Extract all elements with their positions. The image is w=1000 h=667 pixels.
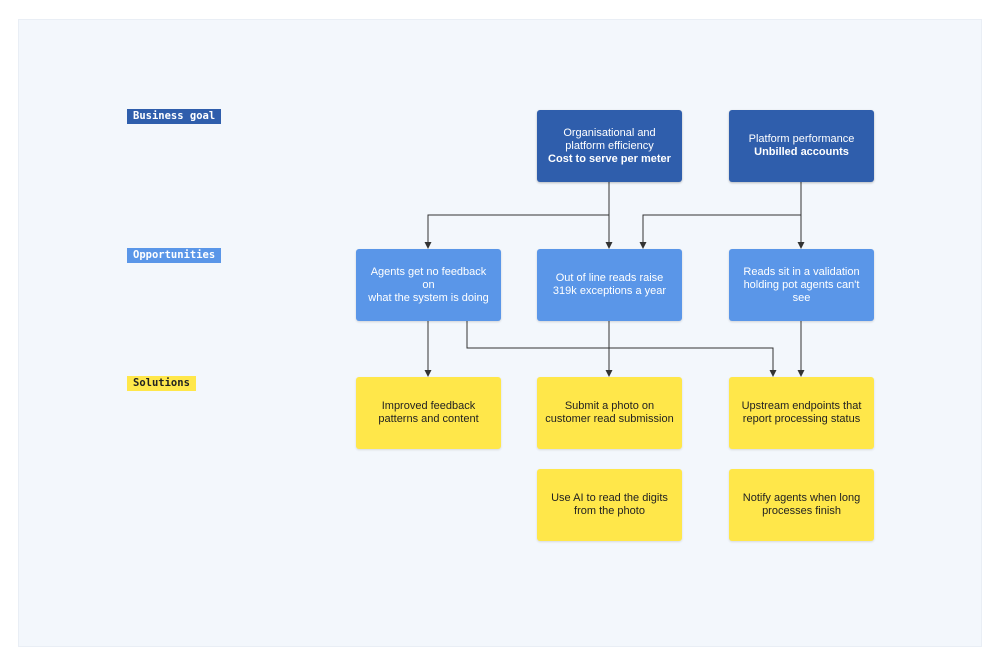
goal-metric: Cost to serve per meter (548, 152, 671, 165)
solution-text-line: report processing status (742, 413, 861, 425)
solution-text-line: Upstream endpoints that (741, 400, 862, 412)
solution-text-line: from the photo (574, 505, 645, 517)
opportunity-text-line: Reads sit in a validation (743, 265, 860, 278)
solution-text-line: Use AI to read the digits (551, 492, 668, 504)
opportunity-text-line: Agents get no feedback on (370, 265, 487, 291)
solutions-label: Solutions (127, 376, 196, 391)
solution-card-upstream-endpoints[interactable]: Upstream endpoints that report processin… (729, 377, 874, 449)
solution-card-improved-feedback[interactable]: Improved feedback patterns and content (356, 377, 501, 449)
opportunity-text-line: Out of line reads raise (555, 272, 664, 284)
opportunity-text-line: see (792, 291, 811, 304)
goal-text-line: platform efficiency (565, 139, 654, 152)
solution-text-line: customer read submission (545, 413, 674, 425)
opportunity-text-line: 319k exceptions a year (552, 285, 667, 297)
solution-card-notify-agents[interactable]: Notify agents when long processes finish (729, 469, 874, 541)
business-goal-label: Business goal (127, 109, 222, 124)
solution-text-line: patterns and content (378, 413, 479, 425)
opportunity-card-out-of-line-reads[interactable]: Out of line reads raise 319k exceptions … (537, 249, 682, 321)
goal-metric: Unbilled accounts (754, 146, 849, 158)
goal-text-line: Organisational and (563, 126, 656, 139)
solution-text-line: Notify agents when long (742, 492, 861, 504)
opportunity-card-validation-holding-pot[interactable]: Reads sit in a validation holding pot ag… (729, 249, 874, 321)
solution-card-submit-photo[interactable]: Submit a photo on customer read submissi… (537, 377, 682, 449)
solution-text-line: processes finish (762, 505, 841, 517)
goal-card-platform-performance[interactable]: Platform performance Unbilled accounts (729, 110, 874, 182)
opportunity-card-no-feedback[interactable]: Agents get no feedback on what the syste… (356, 249, 501, 321)
opportunities-label: Opportunities (127, 248, 222, 263)
opportunity-text-line: holding pot agents can't (743, 278, 860, 291)
opportunity-text-line: what the system is doing (368, 291, 489, 304)
goal-text-line: Platform performance (748, 133, 855, 145)
goal-card-organisational-efficiency[interactable]: Organisational and platform efficiency C… (537, 110, 682, 182)
solution-text-line: Improved feedback (381, 400, 476, 412)
solution-text-line: Submit a photo on (564, 400, 655, 412)
solution-card-ai-read-digits[interactable]: Use AI to read the digits from the photo (537, 469, 682, 541)
